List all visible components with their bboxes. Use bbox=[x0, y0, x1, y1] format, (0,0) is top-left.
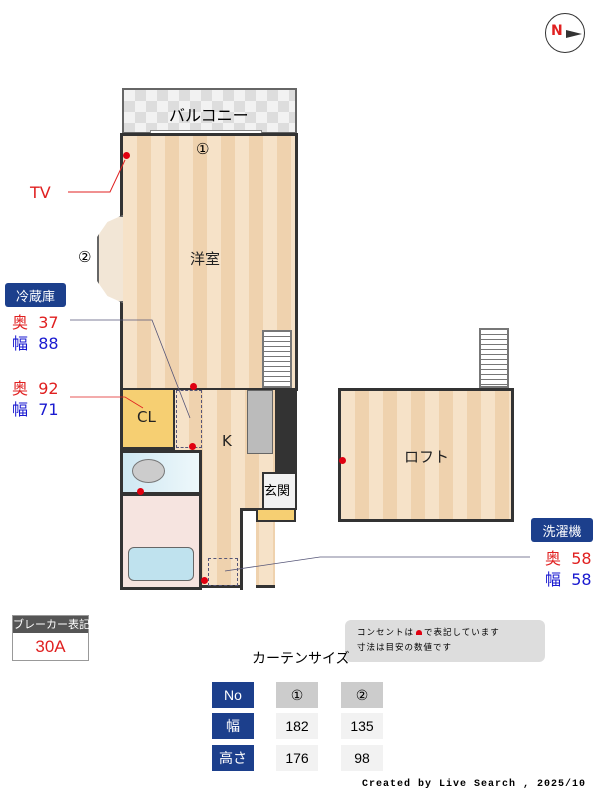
balcony-label: バルコニー bbox=[169, 106, 249, 125]
wall-block bbox=[275, 388, 297, 472]
outlet-icon bbox=[123, 152, 130, 159]
entrance-label: 玄関 bbox=[264, 484, 291, 499]
entrance-step bbox=[256, 508, 296, 522]
depth-label: 奥 bbox=[12, 379, 29, 398]
outlet-icon bbox=[201, 577, 208, 584]
fridge-title-badge: 冷蔵庫 bbox=[5, 283, 66, 307]
washer-depth: 58 bbox=[571, 549, 592, 568]
row-width-label: 幅 bbox=[212, 713, 254, 739]
outlet-icon bbox=[189, 443, 196, 450]
outlet-icon bbox=[137, 488, 144, 495]
compass: N bbox=[545, 13, 585, 53]
outlet-legend-icon bbox=[416, 630, 423, 635]
width-label: 幅 bbox=[12, 334, 29, 353]
fridge-depth: 37 bbox=[38, 313, 59, 332]
width-label: 幅 bbox=[545, 570, 562, 589]
note-text: コンセントは bbox=[357, 628, 415, 638]
width-label: 幅 bbox=[12, 400, 29, 419]
western-room-label: 洋室 bbox=[190, 250, 221, 268]
loft bbox=[338, 388, 514, 522]
loft-stairs bbox=[479, 328, 509, 388]
washer-width: 58 bbox=[571, 570, 592, 589]
tv-label: TV bbox=[30, 183, 51, 202]
kitchen-label: K bbox=[222, 432, 232, 450]
outlet-icon bbox=[339, 457, 346, 464]
header-window-1: ① bbox=[276, 682, 318, 708]
toilet-bowl-icon bbox=[132, 459, 165, 483]
height-window-2: 98 bbox=[341, 745, 383, 771]
sink-stove bbox=[247, 390, 273, 454]
compass-north-label: N bbox=[551, 23, 563, 39]
note-text: 寸法は目安の数値です bbox=[357, 643, 453, 653]
closet-dims: 奥 92 幅 71 bbox=[12, 378, 59, 420]
breaker-title: ブレーカー表記 bbox=[13, 616, 90, 633]
closet-width: 71 bbox=[38, 400, 59, 419]
breaker-box: ブレーカー表記 30A bbox=[12, 615, 90, 661]
window-1-marker: ① bbox=[196, 140, 210, 158]
stairs bbox=[262, 330, 292, 388]
height-window-1: 176 bbox=[276, 745, 318, 771]
row-height-label: 高さ bbox=[212, 745, 254, 771]
washer-title-badge: 洗濯機 bbox=[531, 518, 593, 542]
loft-label: ロフト bbox=[404, 448, 450, 466]
width-window-2: 135 bbox=[341, 713, 383, 739]
note-text: で表記しています bbox=[424, 628, 500, 638]
closet bbox=[120, 388, 176, 450]
washer-dims: 奥 58 幅 58 bbox=[545, 548, 592, 590]
depth-label: 奥 bbox=[12, 313, 29, 332]
closet-label: CL bbox=[137, 408, 156, 426]
bathtub-icon bbox=[128, 547, 194, 581]
window-2-marker: ② bbox=[78, 248, 92, 266]
fridge-dims: 奥 37 幅 88 bbox=[12, 312, 59, 354]
curtain-title: カーテンサイズ bbox=[252, 651, 350, 667]
legend-note: コンセントはで表記しています 寸法は目安の数値です bbox=[345, 620, 545, 662]
washer-space bbox=[208, 558, 238, 586]
width-window-1: 182 bbox=[276, 713, 318, 739]
header-no: No bbox=[212, 682, 254, 708]
header-window-2: ② bbox=[341, 682, 383, 708]
wall-corner bbox=[240, 508, 256, 590]
compass-needle-icon bbox=[566, 30, 582, 38]
entrance bbox=[262, 472, 297, 510]
fridge-width: 88 bbox=[38, 334, 59, 353]
breaker-value: 30A bbox=[35, 637, 66, 656]
outlet-icon bbox=[190, 383, 197, 390]
depth-label: 奥 bbox=[545, 549, 562, 568]
balcony: バルコニー bbox=[122, 88, 297, 134]
closet-depth: 92 bbox=[38, 379, 59, 398]
footer-credit: Created by Live Search , 2025/10 bbox=[362, 779, 587, 790]
